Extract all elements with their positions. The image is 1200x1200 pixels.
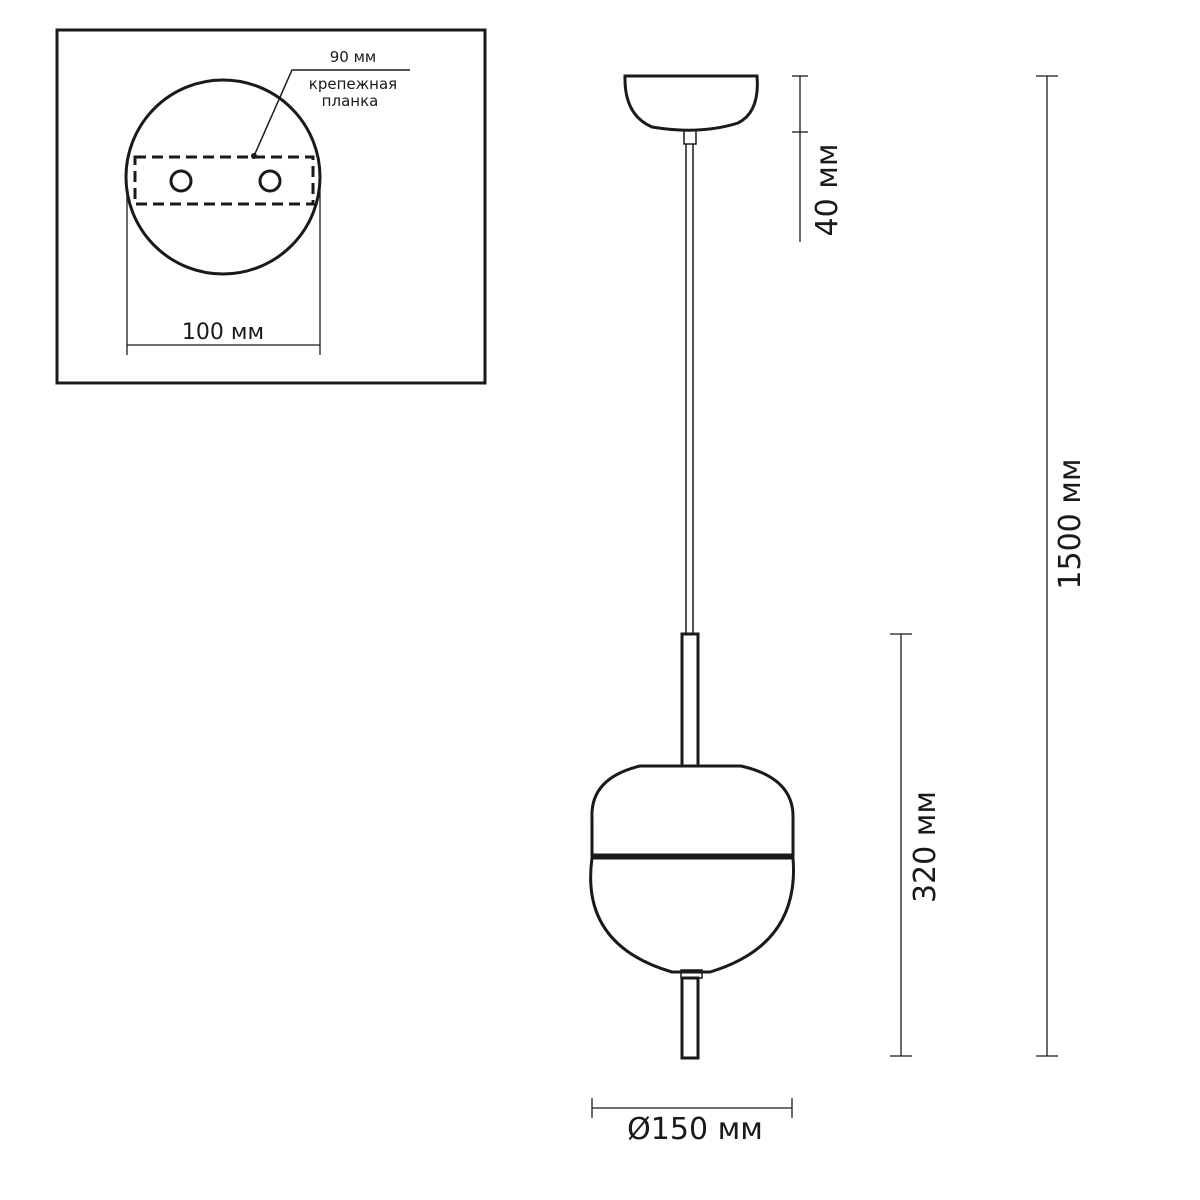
- plate-leader-line: [253, 69, 410, 157]
- shade-diameter-label: Ø150 мм: [627, 1112, 763, 1147]
- mounting-inset: 90 мм крепежная планка 100 мм: [55, 28, 487, 385]
- lamp-bottom-rod: [680, 976, 700, 1060]
- inset-frame: [55, 28, 487, 385]
- shade-lower: [589, 856, 796, 974]
- lamp-top-rod: [680, 632, 700, 768]
- total-length-label: 1500 мм: [1053, 458, 1088, 589]
- canopy-height-label: 40 мм: [810, 144, 845, 237]
- shade-height-label: 320 мм: [908, 791, 943, 903]
- canopy-height-dimension: 40 мм: [792, 75, 845, 242]
- plate-label-line2: планка: [322, 92, 379, 110]
- canopy: [623, 74, 759, 132]
- total-length-dimension: 1500 мм: [1036, 75, 1088, 1057]
- mounting-plate-dashed: [133, 155, 315, 206]
- shade-upper: [590, 764, 795, 857]
- mounting-hole-right: [258, 169, 282, 193]
- cord-connector: [683, 129, 697, 145]
- shade-diameter-dimension: Ø150 мм: [591, 1098, 793, 1147]
- plate-leader-dot: [251, 153, 257, 159]
- top-width-label: 90 мм: [330, 48, 377, 66]
- shade-height-dimension: 320 мм: [890, 633, 943, 1057]
- pendant-lamp: [589, 74, 796, 1060]
- mounting-hole-left: [169, 169, 193, 193]
- plate-label-line1: крепежная: [309, 75, 397, 93]
- canopy-base-circle: [124, 78, 322, 276]
- bottom-width-label: 100 мм: [182, 320, 264, 345]
